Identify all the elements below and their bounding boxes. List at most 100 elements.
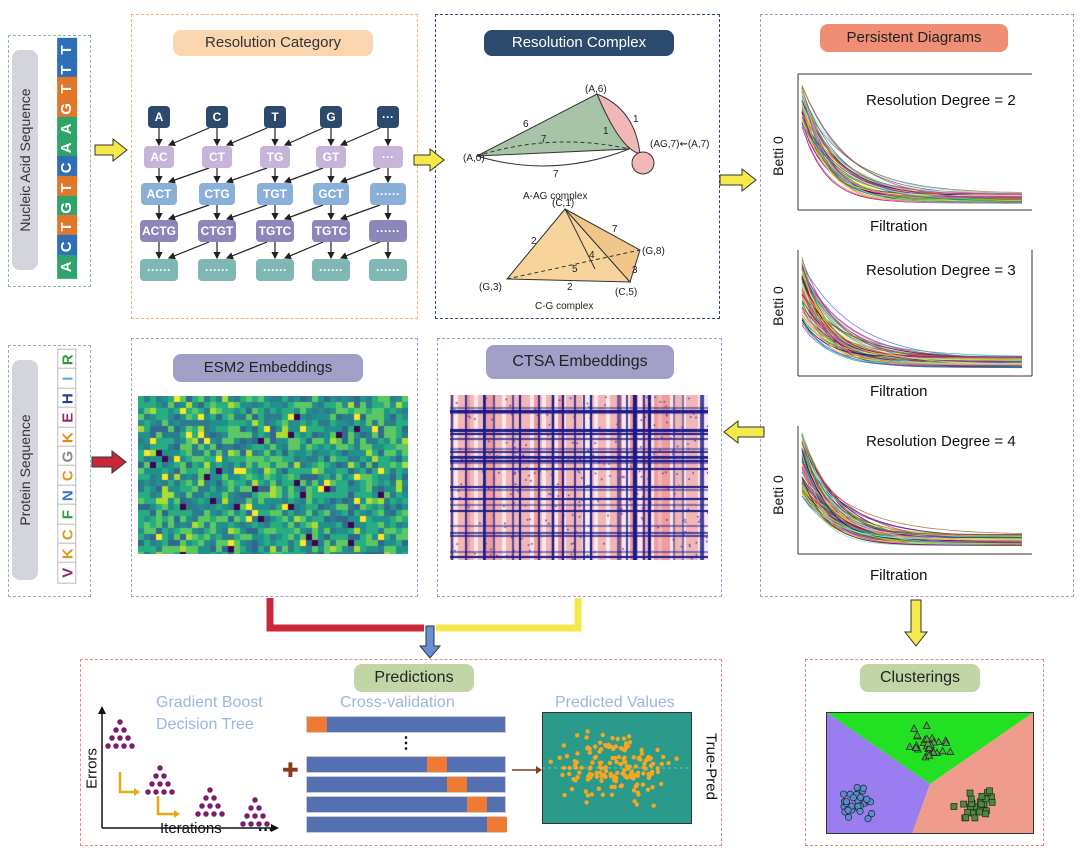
aag-edge-1a: 1 [603, 126, 609, 137]
pd2-xlabel: Filtration [870, 383, 928, 400]
ctsa-panel [437, 338, 722, 597]
cg-edge-2b: 2 [567, 282, 573, 293]
resolution-complex-title: Resolution Complex [484, 30, 674, 56]
category-cell: ······ [256, 259, 294, 281]
cg-edge-4: 4 [589, 250, 595, 261]
cv-fold-bar [306, 756, 506, 773]
gbdt-line2: Decision Tree [156, 716, 254, 733]
esm2-title: ESM2 Embeddings [173, 354, 363, 382]
cv-test-fold [447, 777, 467, 792]
predicted-scatter [542, 712, 692, 824]
cg-vertex-c1: (C,1) [552, 198, 574, 209]
category-cell: TGTC [256, 220, 294, 242]
category-cell: CTGT [198, 220, 236, 242]
category-cell: ······ [369, 220, 407, 242]
aag-caption: A-AG complex [523, 191, 587, 202]
protein-label-pill [12, 360, 38, 580]
cg-edge-5: 5 [572, 264, 578, 275]
pd2-degree: Resolution Degree = 3 [866, 262, 1016, 279]
cv-test-fold [467, 797, 487, 812]
protein-panel [8, 345, 91, 597]
cv-vdots: ⋮ [398, 735, 414, 752]
category-cell: ······ [312, 259, 350, 281]
category-cell: T [264, 106, 286, 128]
arrow-protein-to-esm2 [91, 449, 127, 475]
gbdt-line1: Gradient Boost [156, 694, 263, 711]
cg-edge-3: 3 [632, 265, 638, 276]
category-cell: TGT [257, 183, 293, 205]
category-cell: TG [260, 146, 290, 168]
aag-edge-1b: 1 [633, 114, 639, 125]
pd3-xlabel: Filtration [870, 567, 928, 584]
category-cell: G [320, 106, 342, 128]
cg-edge-2a: 2 [531, 236, 537, 247]
arrow-ctsa-branch [436, 598, 582, 632]
aag-vertex-ag7: (AG,7)⇜(A,7) [650, 139, 710, 150]
aag-edge-7b: 7 [553, 169, 559, 180]
category-cell: CTG [199, 183, 235, 205]
arrow-nucleic-to-category [94, 137, 128, 163]
category-cell: ······ [370, 183, 406, 205]
aag-vertex-a6: (A,6) [585, 84, 607, 95]
category-cell: ······ [198, 259, 236, 281]
cg-edge-7: 7 [612, 224, 618, 235]
ctsa-heatmap [450, 395, 708, 560]
category-cell: ······ [140, 259, 178, 281]
pd3-degree: Resolution Degree = 4 [866, 433, 1016, 450]
category-cell: ··· [377, 106, 399, 128]
arrow-persistent-to-ctsa [723, 419, 765, 445]
nucleic-panel [8, 35, 91, 287]
arrow-persistent-to-clusterings [903, 599, 929, 647]
cg-complex: (C,1) (G,8) (G,3) (C,5) 2 7 4 5 2 3 C-G … [479, 198, 665, 312]
arrow-category-to-complex [413, 147, 445, 173]
predictions-title: Predictions [354, 664, 474, 692]
category-cell: CT [202, 146, 232, 168]
resolution-category-arrows [155, 127, 392, 260]
category-cell: ··· [373, 146, 403, 168]
persistent-title: Persistent Diagrams [820, 24, 1008, 52]
category-cell: A [148, 106, 170, 128]
cv-fold-bar [306, 776, 506, 793]
category-cell: ······ [369, 259, 407, 281]
cv-label: Cross-validation [340, 694, 455, 711]
ctsa-title: CTSA Embeddings [486, 345, 674, 379]
category-cell: C [206, 106, 228, 128]
aag-complex: (A,0) (A,6) (AG,7)⇜(A,7) 6 7 7 1 1 A-AG … [463, 84, 710, 202]
aag-vertex-a0: (A,0) [463, 153, 485, 164]
arrow-merge-to-predictions [418, 625, 442, 659]
true-pred-label: True-Pred [702, 733, 720, 800]
persistent-diagrams [797, 73, 1033, 555]
cv-folds [306, 716, 507, 833]
cg-caption: C-G complex [535, 301, 593, 312]
plus-sign: ✚ [282, 760, 299, 782]
category-cell: ACTG [140, 220, 178, 242]
arrow-esm2-branch [266, 598, 424, 632]
predictions-panel [80, 659, 722, 846]
esm2-panel [131, 338, 418, 597]
cv-test-fold [427, 757, 447, 772]
cv-test-fold [487, 817, 507, 832]
category-cell: GT [316, 146, 346, 168]
clusterings-plot [826, 712, 1034, 834]
resolution-category-title: Resolution Category [173, 30, 373, 56]
category-cell: TGTC [312, 220, 350, 242]
clusterings-panel [805, 659, 1044, 846]
category-cell: ACT [141, 183, 177, 205]
category-cell: GCT [313, 183, 349, 205]
nucleic-label-pill [12, 50, 38, 270]
aag-edge-7a: 7 [541, 134, 547, 145]
esm2-heatmap [138, 396, 408, 554]
cv-fold-bar [306, 716, 506, 733]
aag-edge-6: 6 [523, 119, 529, 130]
gbdt-illustration [98, 706, 279, 832]
resolution-complex-drawing: (A,0) (A,6) (AG,7)⇜(A,7) 6 7 7 1 1 A-AG … [463, 84, 710, 312]
category-cell: AC [144, 146, 174, 168]
arrow-complex-to-persistent [719, 167, 757, 193]
resolution-category-panel [131, 14, 418, 319]
pd1-xlabel: Filtration [870, 218, 928, 235]
persistent-panel [760, 14, 1074, 597]
clusterings-title: Clusterings [860, 664, 980, 692]
pd1-degree: Resolution Degree = 2 [866, 92, 1016, 109]
